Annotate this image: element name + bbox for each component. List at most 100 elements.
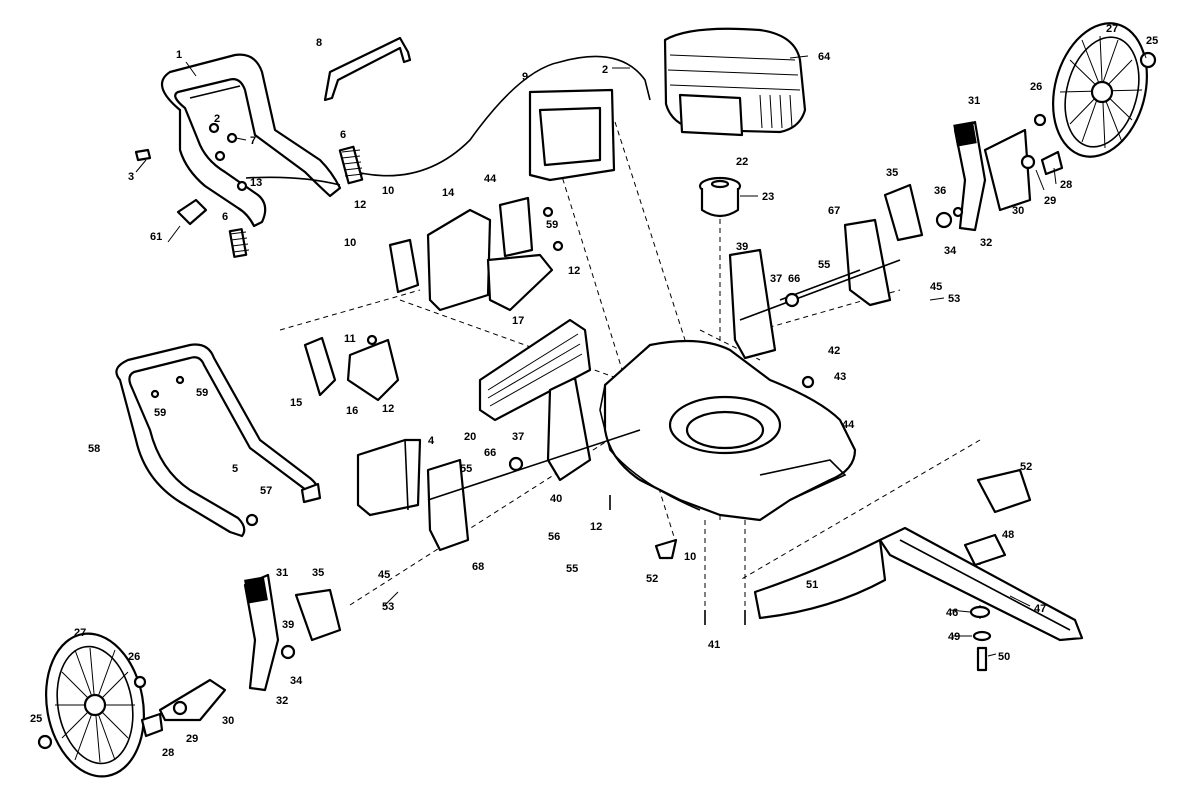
callout-6: 6 [340,129,346,141]
callout-59: 59 [196,387,208,399]
callout-45: 45 [378,569,390,581]
callout-17: 17 [512,315,524,327]
callout-23: 23 [762,191,774,203]
callout-9: 9 [522,71,528,83]
callout-28: 28 [1060,179,1072,191]
callout-55: 55 [566,563,578,575]
callout-67: 67 [828,205,840,217]
callout-55: 55 [460,463,472,475]
engine [663,27,807,137]
lower-handle [115,343,320,538]
callout-30: 30 [1012,205,1024,217]
height-adjusters [158,120,1032,722]
front-wheel [45,632,145,778]
callout-39: 39 [736,241,748,253]
callout-5: 5 [232,463,238,475]
callout-44: 44 [484,173,497,185]
callout-28: 28 [162,747,174,759]
callout-34: 34 [944,245,957,257]
callout-57: 57 [260,485,272,497]
callout-53: 53 [382,601,394,613]
callout-2: 2 [214,113,220,125]
callout-25: 25 [30,713,42,725]
callout-59: 59 [154,407,166,419]
callout-41: 41 [708,639,720,651]
callout-52: 52 [1020,461,1032,473]
engine-pulley [698,176,742,218]
callout-53: 53 [948,293,960,305]
callout-22: 22 [736,156,748,168]
callout-4: 4 [428,435,435,447]
callout-7: 7 [250,135,256,147]
callout-16: 16 [346,405,358,417]
wheel-hardware [37,51,1157,750]
callout-31: 31 [968,95,980,107]
callout-29: 29 [186,733,198,745]
callout-40: 40 [550,493,562,505]
callout-13: 13 [250,177,262,189]
callout-11: 11 [344,333,356,345]
callout-25: 25 [1146,35,1158,47]
callout-32: 32 [276,695,288,707]
rear-baffle [478,318,592,422]
callout-49: 49 [948,631,960,643]
callout-26: 26 [1030,81,1042,93]
callout-10: 10 [382,185,394,197]
callout-3: 3 [128,171,134,183]
callout-68: 68 [472,561,484,573]
callout-55: 55 [818,259,830,271]
callout-12: 12 [590,521,602,533]
callout-14: 14 [442,187,455,199]
callout-34: 34 [290,675,303,687]
callout-43: 43 [834,371,846,383]
callout-31: 31 [276,567,288,579]
callout-12: 12 [382,403,394,415]
blade-assembly [878,468,1084,672]
callout-labels: 1 2 2 3 4 5 6 6 7 8 9 10 10 10 11 12 12 … [30,23,1158,759]
assembly-lines [279,121,981,620]
callout-59: 59 [546,219,558,231]
callout-46: 46 [946,607,958,619]
callout-47: 47 [1034,603,1046,615]
handle-hardware [134,122,364,258]
callout-27: 27 [74,627,86,639]
callout-6: 6 [222,211,228,223]
callout-44: 44 [842,419,855,431]
callout-29: 29 [1044,195,1056,207]
fasteners [150,206,815,625]
callout-61: 61 [150,231,162,243]
callout-30: 30 [222,715,234,727]
callout-15: 15 [290,397,302,409]
callout-64: 64 [818,51,831,63]
callout-12: 12 [568,265,580,277]
callout-52: 52 [646,573,658,585]
control-cable [245,36,651,186]
callout-45: 45 [930,281,942,293]
callout-51: 51 [806,579,818,591]
callout-50: 50 [998,651,1010,663]
callout-leaders [135,51,1147,657]
callout-58: 58 [88,443,100,455]
callout-8: 8 [316,37,322,49]
callout-66: 66 [484,447,496,459]
callout-35: 35 [886,167,898,179]
discharge-chute [356,438,422,517]
mower-deck [599,339,857,522]
callout-37: 37 [512,431,524,443]
callout-56: 56 [548,531,560,543]
callout-20: 20 [464,431,476,443]
callout-39: 39 [282,619,294,631]
rear-wheel [1052,22,1148,158]
callout-1: 1 [176,49,182,61]
callout-37: 37 [770,273,782,285]
callout-36: 36 [934,185,946,197]
callout-35: 35 [312,567,324,579]
callout-12: 12 [354,199,366,211]
upper-handle [160,53,342,228]
rear-skirt [753,538,887,620]
callout-26: 26 [128,651,140,663]
callout-48: 48 [1002,529,1014,541]
callout-32: 32 [980,237,992,249]
